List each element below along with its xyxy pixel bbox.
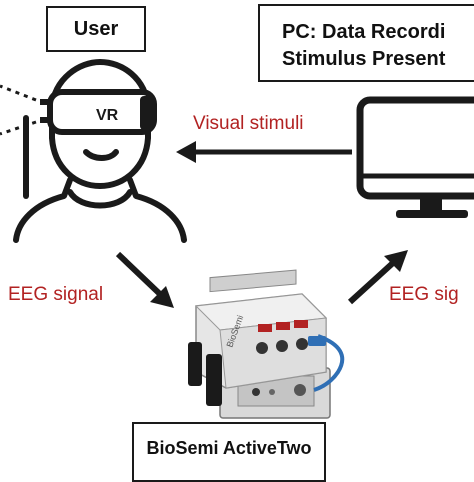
eeg-to-device-arrow: [115, 251, 174, 308]
eeg-signal-right-label: EEG sig: [389, 284, 459, 305]
biosemi-device-image: BioSemi: [188, 269, 345, 419]
device-label-box: BioSemi ActiveTwo: [132, 422, 326, 482]
vr-label: VR: [96, 107, 119, 124]
vr-headset-icon: [40, 89, 157, 135]
visual-stimuli-arrow: [176, 141, 352, 163]
user-figure-icon: [13, 59, 187, 243]
eeg-to-pc-arrow: [347, 250, 408, 305]
view-rays: [0, 84, 37, 136]
user-label: User: [73, 18, 119, 40]
pc-label-line2: Stimulus Present: [282, 48, 446, 70]
eeg-signal-left-label: EEG signal: [8, 284, 104, 305]
device-label: BioSemi ActiveTwo: [146, 438, 312, 458]
monitor-icon: [356, 96, 474, 218]
visual-stimuli-label: Visual stimuli: [193, 113, 304, 134]
pc-label-line1: PC: Data Recordi: [282, 21, 446, 43]
user-label-box: User: [46, 6, 146, 52]
pc-label-box: PC: Data Recordi Stimulus Present: [258, 4, 474, 82]
